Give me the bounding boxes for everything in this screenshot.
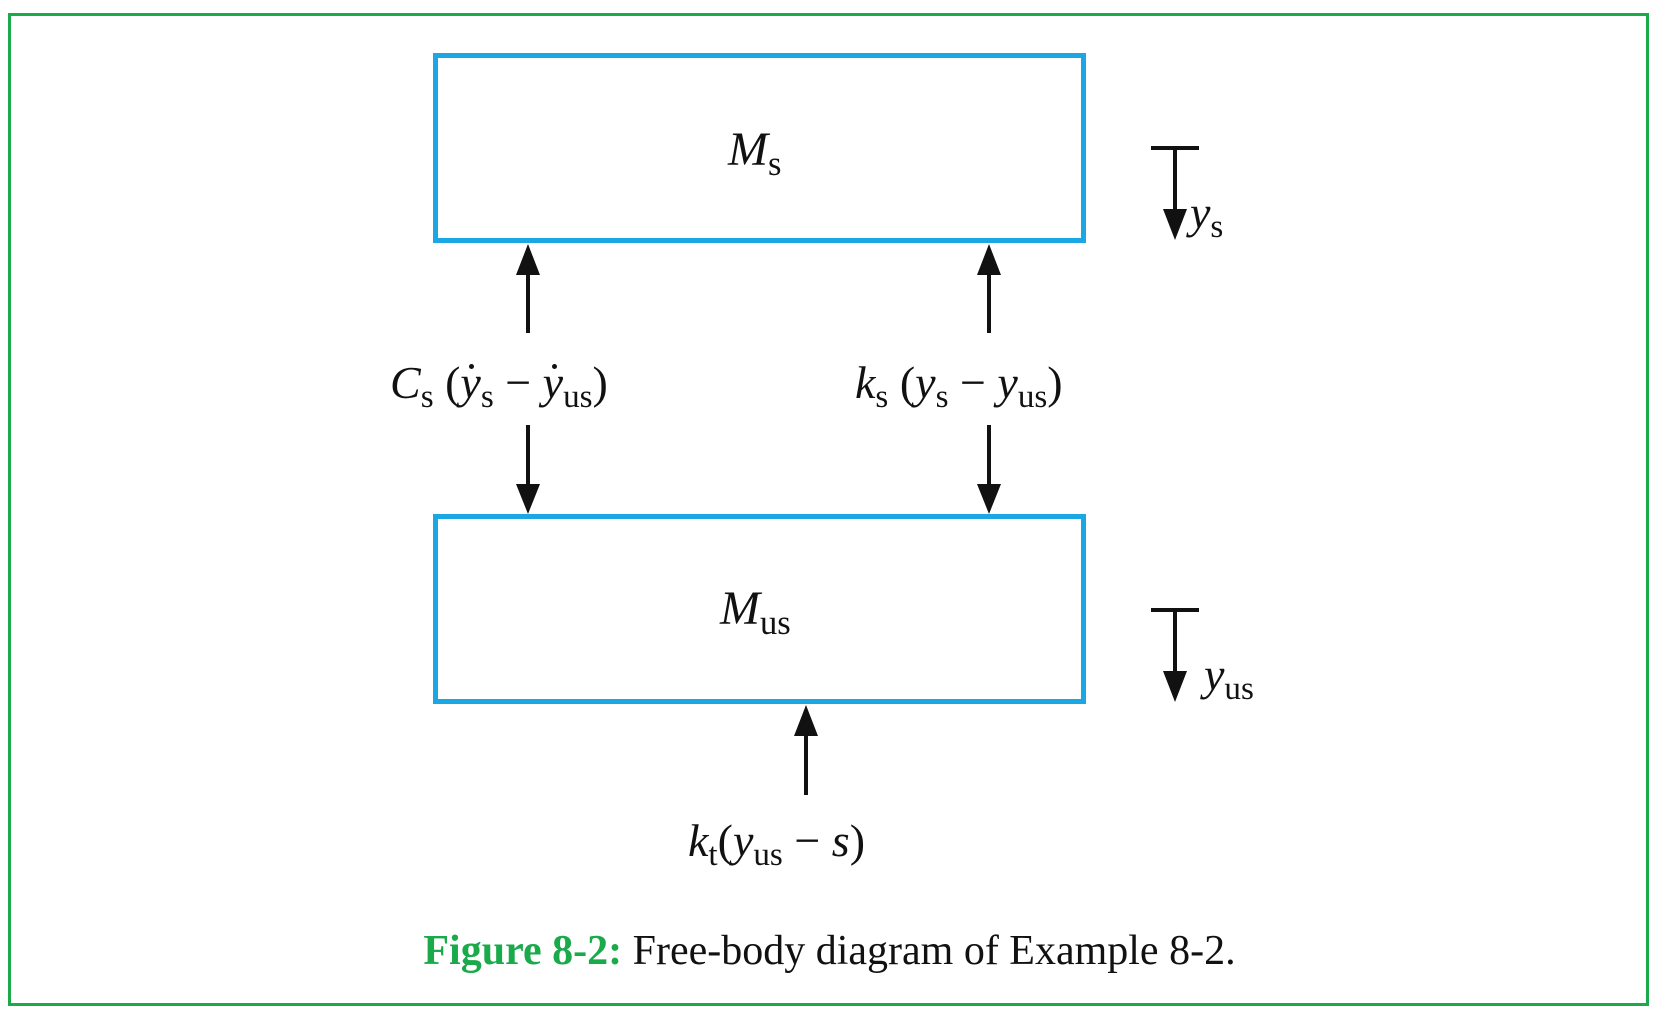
unsprung-mass-label: Mus xyxy=(720,582,791,642)
figure-caption-label: Figure 8-2: xyxy=(423,928,623,974)
yus-arrowhead xyxy=(1163,671,1187,702)
figure-frame xyxy=(8,13,1649,1006)
unsprung-mass-box xyxy=(433,514,1086,704)
ys-label: ys xyxy=(1190,187,1224,246)
spring-down-arrowhead xyxy=(977,484,1001,514)
sprung-mass-label: Ms xyxy=(728,123,782,183)
tire-up-arrowhead xyxy=(794,705,818,736)
tire-force-label: kt(yus − s) xyxy=(688,815,866,874)
damper-force-label: Cs (ys − yus) xyxy=(390,357,608,416)
figure-caption: Figure 8-2: Free-body diagram of Example… xyxy=(0,930,1659,972)
ys-arrowhead xyxy=(1163,209,1187,240)
sprung-mass-box xyxy=(433,53,1086,243)
figure-caption-text: Free-body diagram of Example 8-2. xyxy=(632,928,1236,974)
damper-up-arrowhead xyxy=(516,244,540,275)
spring-up-arrowhead xyxy=(977,244,1001,275)
yus-label: yus xyxy=(1204,649,1254,708)
damper-down-arrowhead xyxy=(516,484,540,514)
spring-force-label: ks (ys − yus) xyxy=(855,357,1063,416)
